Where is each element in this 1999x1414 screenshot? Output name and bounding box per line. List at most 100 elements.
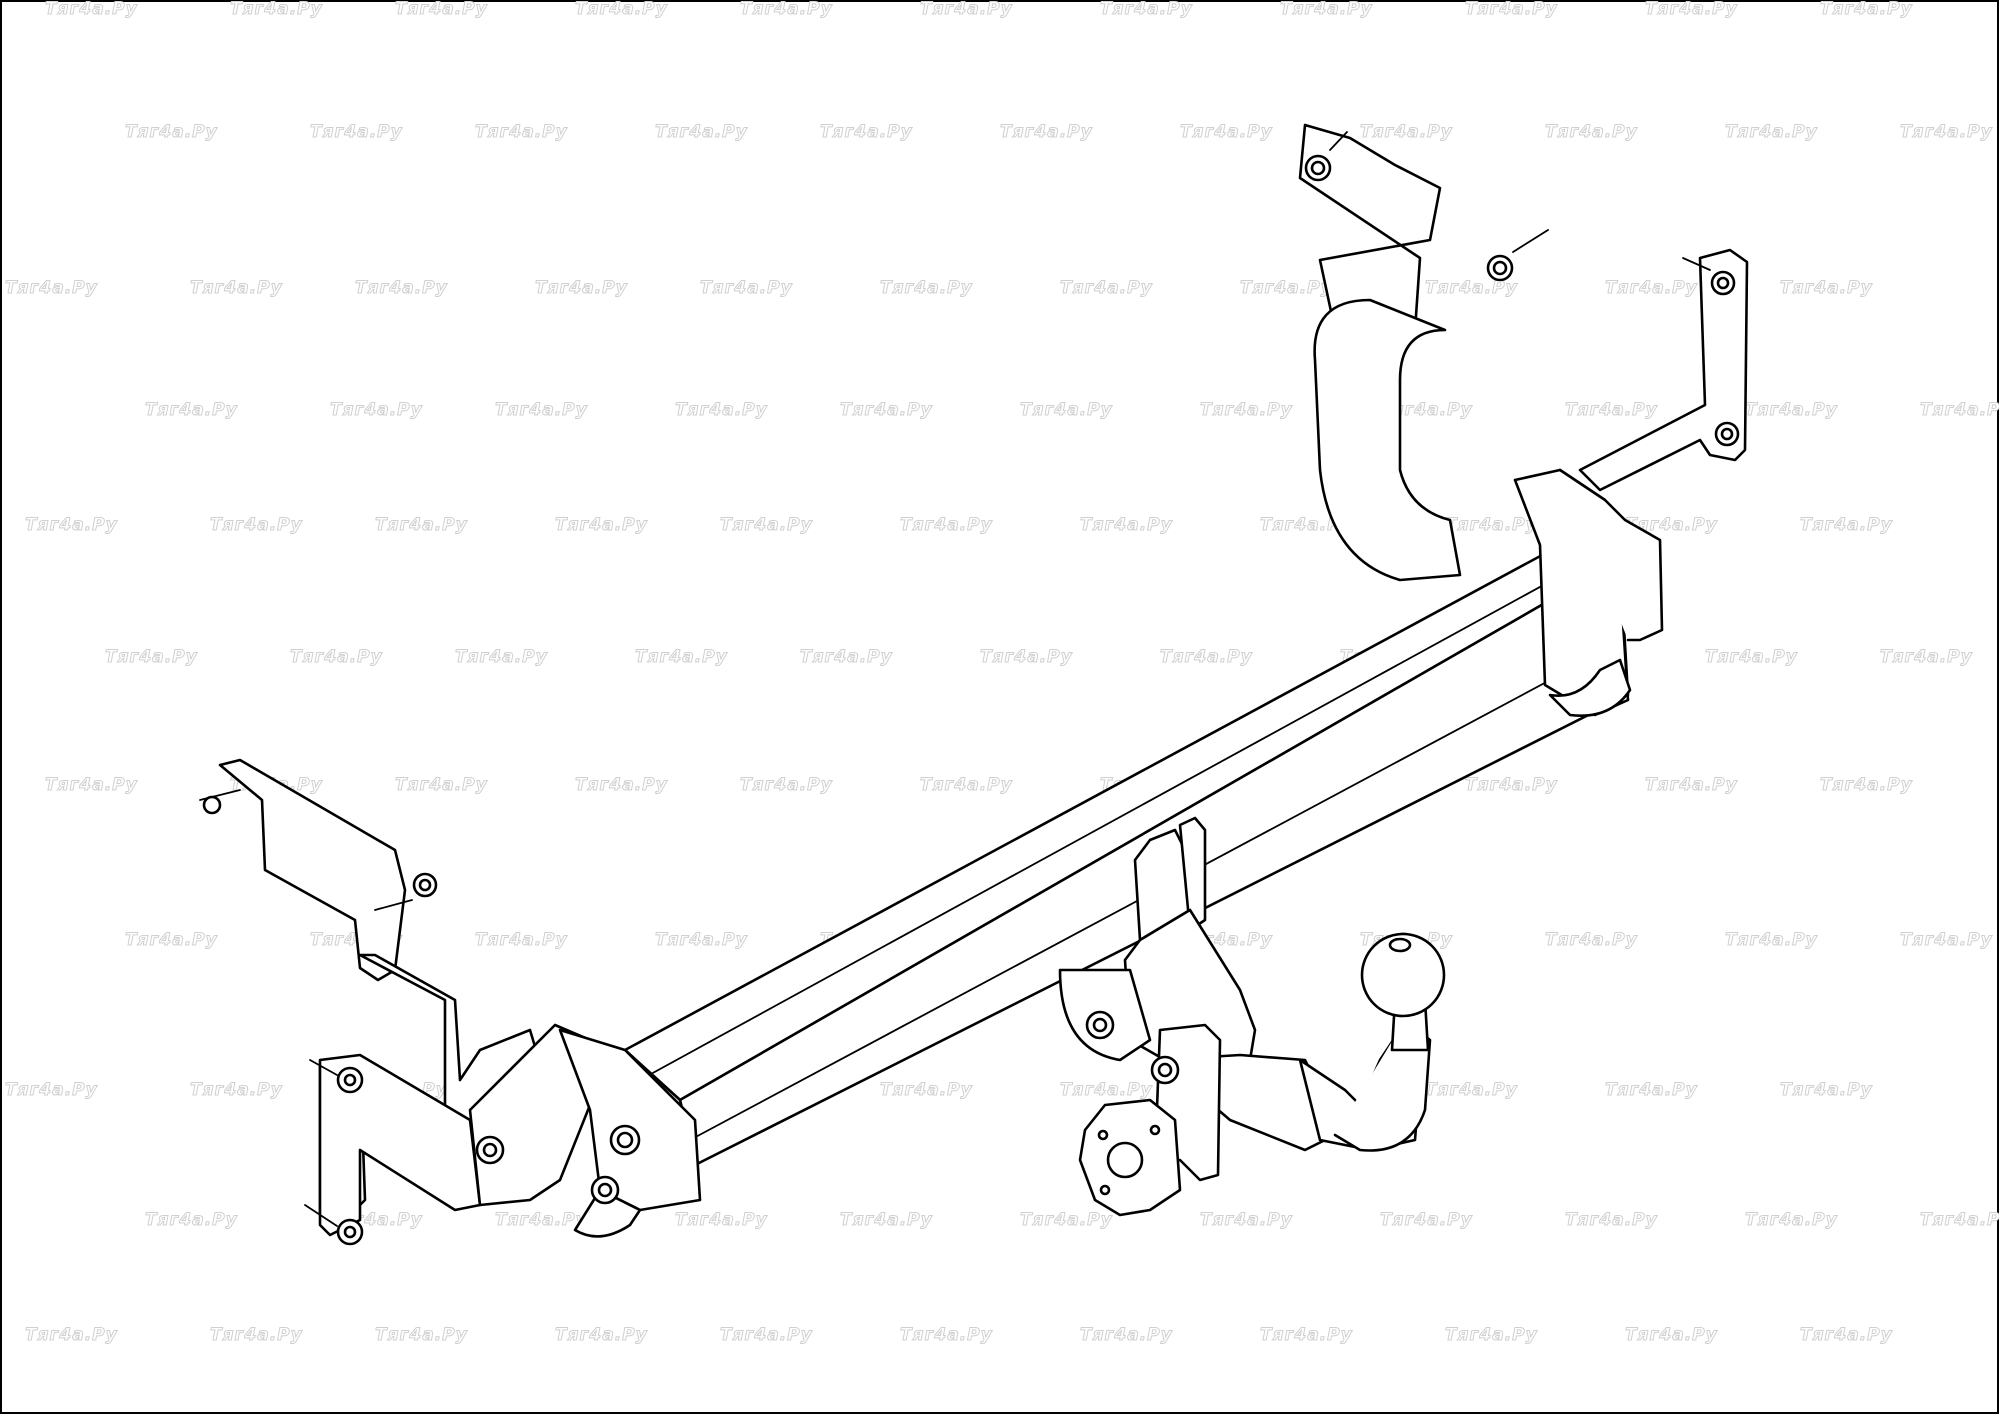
watermark-text: Тяг4а.Ру bbox=[740, 0, 833, 19]
cross-beam bbox=[623, 468, 1664, 1167]
center-hitch bbox=[1058, 816, 1446, 1217]
watermark-text: Тяг4а.Ру bbox=[920, 775, 1013, 795]
watermark-text: Тяг4а.Ру bbox=[535, 278, 628, 298]
watermark-text: Тяг4а.Ру bbox=[1445, 1325, 1538, 1345]
watermark-text: Тяг4а.Ру bbox=[1020, 400, 1113, 420]
watermark-text: Тяг4а.Ру bbox=[635, 647, 728, 667]
watermark-text: Тяг4а.Ру bbox=[800, 647, 893, 667]
watermark-text: Тяг4а.Ру bbox=[1240, 278, 1333, 298]
watermark-text: Тяг4а.Ру bbox=[700, 278, 793, 298]
watermark-text: Тяг4а.Ру bbox=[1380, 400, 1473, 420]
watermark-text: Тяг4а.Ру bbox=[145, 1210, 238, 1230]
watermark-text: Тяг4а.Ру bbox=[1725, 930, 1818, 950]
watermark-text: Тяг4а.Ру bbox=[1605, 278, 1698, 298]
watermark-text: Тяг4а.Ру bbox=[395, 775, 488, 795]
watermark-text: Тяг4а.Ру bbox=[1360, 122, 1453, 142]
watermark-text: Тяг4а.Ру bbox=[190, 1080, 283, 1100]
watermark-text: Тяг4а.Ру bbox=[1625, 1325, 1718, 1345]
watermark-text: Тяг4а.Ру bbox=[125, 930, 218, 950]
watermark-text: Тяг4а.Ру bbox=[555, 1325, 648, 1345]
watermark-text: Тяг4а.Ру bbox=[740, 775, 833, 795]
watermark-text: Тяг4а.Ру bbox=[1425, 1080, 1518, 1100]
watermark-text: Тяг4а.Ру bbox=[1780, 278, 1873, 298]
watermark-text: Тяг4а.Ру bbox=[475, 122, 568, 142]
tow-ball-icon bbox=[1360, 932, 1446, 1052]
watermark-text: Тяг4а.Ру bbox=[395, 0, 488, 19]
watermark-text: Тяг4а.Ру bbox=[310, 122, 403, 142]
watermark-text: Тяг4а.Ру bbox=[1800, 1325, 1893, 1345]
watermark-text: Тяг4а.Ру bbox=[1380, 1210, 1473, 1230]
watermark-text: Тяг4а.Ру bbox=[1725, 122, 1818, 142]
watermark-text: Тяг4а.Ру bbox=[880, 1080, 973, 1100]
bolt-icon bbox=[590, 1175, 620, 1205]
watermark-text: Тяг4а.Ру bbox=[720, 1325, 813, 1345]
watermark-text: Тяг4а.Ру bbox=[5, 278, 98, 298]
watermark-text: Тяг4а.Ру bbox=[230, 0, 323, 19]
watermark-text: Тяг4а.Ру bbox=[675, 400, 768, 420]
watermark-text: Тяг4а.Ру bbox=[1565, 400, 1658, 420]
watermark-text: Тяг4а.Ру bbox=[1605, 1080, 1698, 1100]
watermark-text: Тяг4а.Ру bbox=[1100, 0, 1193, 19]
watermark-text: Тяг4а.Ру bbox=[375, 515, 468, 535]
bolt-icon bbox=[1150, 1055, 1180, 1085]
bolt-icon bbox=[309, 1059, 364, 1094]
watermark-text: Тяг4а.Ру bbox=[1200, 1210, 1293, 1230]
watermark-text: Тяг4а.Ру bbox=[145, 400, 238, 420]
watermark-text: Тяг4а.Ру bbox=[720, 515, 813, 535]
watermark-text: Тяг4а.Ру bbox=[1280, 0, 1373, 19]
watermark-text: Тяг4а.Ру bbox=[1705, 647, 1798, 667]
watermark-text: Тяг4а.Ру bbox=[1260, 515, 1353, 535]
watermark-text: Тяг4а.Ру bbox=[1920, 1210, 1999, 1230]
watermark-text: Тяг4а.Ру bbox=[1780, 1080, 1873, 1100]
watermark-text: Тяг4а.Ру bbox=[1900, 930, 1993, 950]
right-rear-bracket bbox=[1298, 123, 1549, 582]
bolt-icon bbox=[1682, 257, 1736, 296]
watermark-text: Тяг4а.Ру bbox=[1465, 775, 1558, 795]
watermark-text: Тяг4а.Ру bbox=[575, 775, 668, 795]
watermark-text: Тяг4а.Ру bbox=[675, 1210, 768, 1230]
watermark-text: Тяг4а.Ру bbox=[840, 400, 933, 420]
watermark-text: Тяг4а.Ру bbox=[25, 515, 118, 535]
watermark-text: Тяг4а.Ру bbox=[455, 647, 548, 667]
left-bracket bbox=[199, 758, 702, 1246]
watermark-text: Тяг4а.Ру bbox=[655, 930, 748, 950]
watermark-text: Тяг4а.Ру bbox=[1545, 930, 1638, 950]
watermark-text: Тяг4а.Ру bbox=[125, 122, 218, 142]
watermark-text: Тяг4а.Ру bbox=[575, 0, 668, 19]
watermark-text: Тяг4а.Ру bbox=[1565, 1210, 1658, 1230]
watermark-text: Тяг4а.Ру bbox=[1445, 515, 1538, 535]
bolt-icon bbox=[1085, 1010, 1115, 1040]
watermark-text: Тяг4а.Ру bbox=[1000, 122, 1093, 142]
watermark-text: Тяг4а.Ру bbox=[1160, 647, 1253, 667]
watermark-text: Тяг4а.Ру bbox=[210, 1325, 303, 1345]
watermark-text: Тяг4а.Ру bbox=[1020, 1210, 1113, 1230]
watermark-text: Тяг4а.Ру bbox=[1900, 122, 1993, 142]
watermark-text: Тяг4а.Ру bbox=[1060, 1080, 1153, 1100]
watermark-text: Тяг4а.Ру bbox=[1425, 278, 1518, 298]
watermark-text: Тяг4а.Ру bbox=[1800, 515, 1893, 535]
watermark-text: Тяг4а.Ру bbox=[5, 1080, 98, 1100]
watermark-text: Тяг4а.Ру bbox=[900, 1325, 993, 1345]
watermark-text: Тяг4а.Ру bbox=[495, 1210, 588, 1230]
watermark-text: Тяг4а.Ру bbox=[105, 647, 198, 667]
watermark-text: Тяг4а.Ру bbox=[1200, 400, 1293, 420]
watermark-text: Тяг4а.Ру bbox=[820, 122, 913, 142]
far-right-bracket bbox=[1578, 248, 1749, 492]
watermark-text: Тяг4а.Ру bbox=[290, 647, 383, 667]
bolt-icon bbox=[609, 1124, 641, 1156]
watermark-text: Тяг4а.Ру bbox=[1260, 1325, 1353, 1345]
watermark-text: Тяг4а.Ру bbox=[840, 1210, 933, 1230]
watermark-text: Тяг4а.Ру bbox=[900, 515, 993, 535]
watermark-text: Тяг4а.Ру bbox=[1820, 0, 1913, 19]
watermark-text: Тяг4а.Ру bbox=[1545, 122, 1638, 142]
watermark-text: Тяг4а.Ру bbox=[920, 0, 1013, 19]
watermark-text: Тяг4а.Ру bbox=[45, 775, 138, 795]
watermark-text: Тяг4а.Ру bbox=[1880, 647, 1973, 667]
watermark-text: Тяг4а.Ру bbox=[1920, 400, 1999, 420]
bolt-icon bbox=[304, 1204, 364, 1246]
watermark-text: Тяг4а.Ру bbox=[475, 930, 568, 950]
bolt-icon bbox=[1714, 421, 1740, 447]
